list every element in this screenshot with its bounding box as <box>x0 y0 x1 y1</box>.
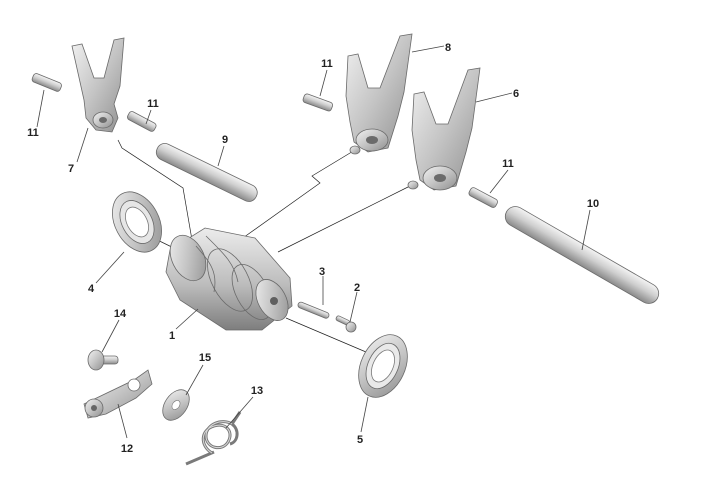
shift-fork-7 <box>71 37 125 133</box>
shift-fork-8 <box>345 33 413 155</box>
shift-fork-6 <box>407 67 481 191</box>
bearing-4 <box>112 191 162 253</box>
label-part-11: 11 <box>147 98 159 110</box>
leader-lines <box>36 45 591 439</box>
label-part-12: 12 <box>121 443 133 455</box>
label-part-6: 6 <box>513 88 519 100</box>
label-part-4: 4 <box>88 283 95 295</box>
label-part-2: 2 <box>354 282 360 294</box>
spring-13 <box>185 411 242 466</box>
label-part-8: 8 <box>445 42 451 54</box>
label-part-11: 11 <box>502 158 514 170</box>
shaft-10 <box>504 206 660 304</box>
washer-15 <box>162 389 190 421</box>
pin-11-top-left <box>31 73 62 92</box>
bearing-5 <box>358 334 408 398</box>
pin-11-center-left <box>127 111 157 132</box>
label-part-13: 13 <box>251 385 263 397</box>
pin-11-top-center <box>302 93 334 112</box>
label-part-14: 14 <box>114 308 127 320</box>
label-part-1: 1 <box>169 330 175 342</box>
part-labels: 3 2 1 4 5 6 7 8 9 10 11 11 11 11 12 13 1… <box>27 42 599 455</box>
shift-drum-1 <box>165 227 293 331</box>
label-part-15: 15 <box>199 352 211 364</box>
label-part-9: 9 <box>222 134 228 146</box>
bolt-2 <box>335 315 357 333</box>
pin-11-right <box>468 187 498 208</box>
label-part-11: 11 <box>27 127 39 139</box>
pin-3 <box>297 301 330 319</box>
stopper-arm-12 <box>83 369 153 419</box>
label-part-5: 5 <box>357 434 363 446</box>
label-part-10: 10 <box>587 198 599 210</box>
label-part-3: 3 <box>319 266 325 278</box>
pin-14 <box>87 349 119 371</box>
label-part-7: 7 <box>68 163 74 175</box>
label-part-11: 11 <box>321 58 333 70</box>
shaft-9 <box>155 142 258 202</box>
